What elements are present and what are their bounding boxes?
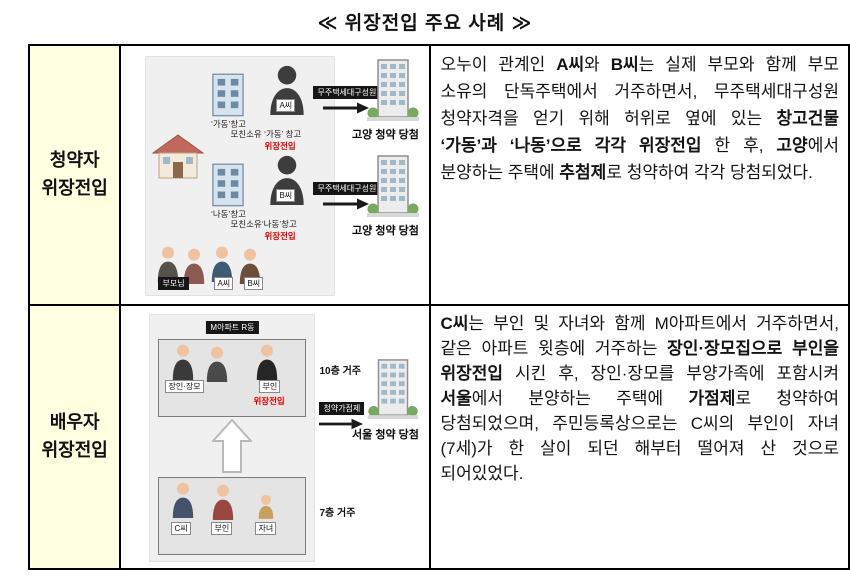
arrow-up-icon <box>212 419 252 473</box>
house-icon <box>152 133 204 179</box>
case-table: 청약자 위장전입 ‘가동’창고 A씨 모친소유 ‘가동’ 창고 위장전입 <box>27 44 850 570</box>
status-a-label: 위장전입 <box>264 141 296 151</box>
lower-room: C씨 부인 자녀 <box>158 477 307 555</box>
warehouse-a-icon <box>212 71 244 117</box>
parents-badge: 부모님 <box>158 277 189 291</box>
row-label-applicant: 청약자 위장전입 <box>27 44 122 306</box>
arrow-b-badge: 무주택세대구성원 <box>313 182 381 196</box>
father-in-law-figure-icon <box>171 344 195 380</box>
row-label-spouse: 배우자 위장전입 <box>27 304 122 570</box>
result-b-label: 고양 청약 당첨 <box>352 225 419 237</box>
seoul-building-icon <box>367 358 419 420</box>
husband-c-figure-icon <box>171 482 195 518</box>
description-spouse-text: C씨는 부인 및 자녀와 함께 M아파트에서 거주하면서, 같은 아파트 윗층에… <box>440 314 839 483</box>
residence-panel: ‘가동’창고 A씨 모친소유 ‘가동’ 창고 위장전입 ‘나동’창고 B씨 모친… <box>145 56 336 296</box>
description-cell-applicant: 오누이 관계인 A씨와 B씨는 실제 부모와 함께 부모 소유의 단독주택에서 … <box>429 44 850 306</box>
diagram-spouse: M아파트 R동 장인·장모 부인 위장전입 <box>122 307 429 567</box>
in-laws-tag: 장인·장모 <box>165 380 204 393</box>
diagram-cell-applicant: ‘가동’창고 A씨 모친소유 ‘가동’ 창고 위장전입 ‘나동’창고 B씨 모친… <box>119 44 432 306</box>
table-row-spouse: 배우자 위장전입 M아파트 R동 장인·장모 부인 위장전입 <box>27 304 850 570</box>
lower-floor-label: 7층 거주 <box>319 508 356 519</box>
family-b-tag: B씨 <box>244 277 264 290</box>
row-label-spouse-line1: 배우자 <box>49 412 100 433</box>
row-label-spouse-line2: 위장전입 <box>41 440 108 460</box>
arrow-b-right-icon <box>323 198 369 210</box>
wife-upper-tag: 부인 <box>259 380 281 393</box>
apartment-name-badge: M아파트 R동 <box>206 321 259 335</box>
wife-lower-figure-icon <box>211 484 235 520</box>
husband-c-tag: C씨 <box>171 522 191 535</box>
upper-room: 장인·장모 부인 위장전입 <box>158 339 307 417</box>
points-system-badge: 청약가점제 <box>319 402 365 416</box>
diagram-cell-spouse: M아파트 R동 장인·장모 부인 위장전입 <box>119 304 432 570</box>
page-title: ≪ 위장전입 주요 사례 ≫ <box>317 13 533 34</box>
mother-in-law-figure-icon <box>205 346 229 382</box>
family-a-tag: A씨 <box>214 277 234 290</box>
row-label-applicant-line2: 위장전입 <box>41 178 108 198</box>
goyang-building-b-icon <box>367 154 419 218</box>
goyang-building-a-icon <box>367 58 419 122</box>
description-cell-spouse: C씨는 부인 및 자녀와 함께 M아파트에서 거주하면서, 같은 아파트 윗층에… <box>429 304 850 570</box>
wife-lower-tag: 부인 <box>211 522 233 535</box>
row-label-applicant-line1: 청약자 <box>49 150 100 171</box>
result-a-label: 고양 청약 당첨 <box>352 129 419 141</box>
diagram-applicant: ‘가동’창고 A씨 모친소유 ‘가동’ 창고 위장전입 ‘나동’창고 B씨 모친… <box>122 47 429 303</box>
wife-upper-figure-icon <box>255 344 279 380</box>
status-upper-label: 위장전입 <box>253 396 285 406</box>
warehouse-b-icon <box>212 161 244 207</box>
result-seoul-label: 서울 청약 당첨 <box>352 429 419 441</box>
upper-floor-label: 10층 거주 <box>319 366 361 377</box>
person-a-tag: A씨 <box>276 99 296 112</box>
person-b-tag: B씨 <box>276 189 296 202</box>
warehouse-a-label: ‘가동’창고 <box>210 119 246 129</box>
arrow-a-badge: 무주택세대구성원 <box>313 86 381 100</box>
owner-a-label: 모친소유 ‘가동’ 창고 <box>230 129 302 139</box>
arrow-a-right-icon <box>323 102 369 114</box>
apartment-panel: M아파트 R동 장인·장모 부인 위장전입 <box>149 314 316 562</box>
child-figure-icon <box>257 494 275 519</box>
description-applicant-text: 오누이 관계인 A씨와 B씨는 실제 부모와 함께 부모 소유의 단독주택에서 … <box>440 55 839 182</box>
status-b-label: 위장전입 <box>264 231 296 241</box>
child-tag: 자녀 <box>255 522 277 535</box>
owner-b-label: 모친소유‘나동’창고 <box>230 219 297 229</box>
warehouse-b-label: ‘나동’창고 <box>210 209 246 219</box>
table-row-applicant: 청약자 위장전입 ‘가동’창고 A씨 모친소유 ‘가동’ 창고 위장전입 <box>27 44 850 306</box>
